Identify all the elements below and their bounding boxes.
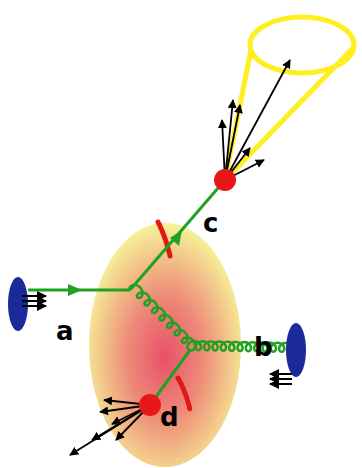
parton-label: b (254, 334, 273, 360)
quark-arrowheads (68, 230, 182, 296)
fragmentation-dot (214, 169, 236, 191)
spray-particles (70, 400, 150, 455)
parton-label: a (56, 318, 74, 344)
fragmentation-dot (139, 394, 161, 416)
gluon-line (129, 285, 195, 351)
parton-label: c (203, 210, 218, 236)
hadron-left (8, 277, 46, 331)
quark-lines (28, 180, 225, 405)
gluon-line (187, 341, 292, 352)
jet-particles (222, 60, 290, 180)
parton-label: d (160, 404, 179, 430)
hadron-right (270, 323, 306, 384)
jet-cone (225, 17, 354, 180)
